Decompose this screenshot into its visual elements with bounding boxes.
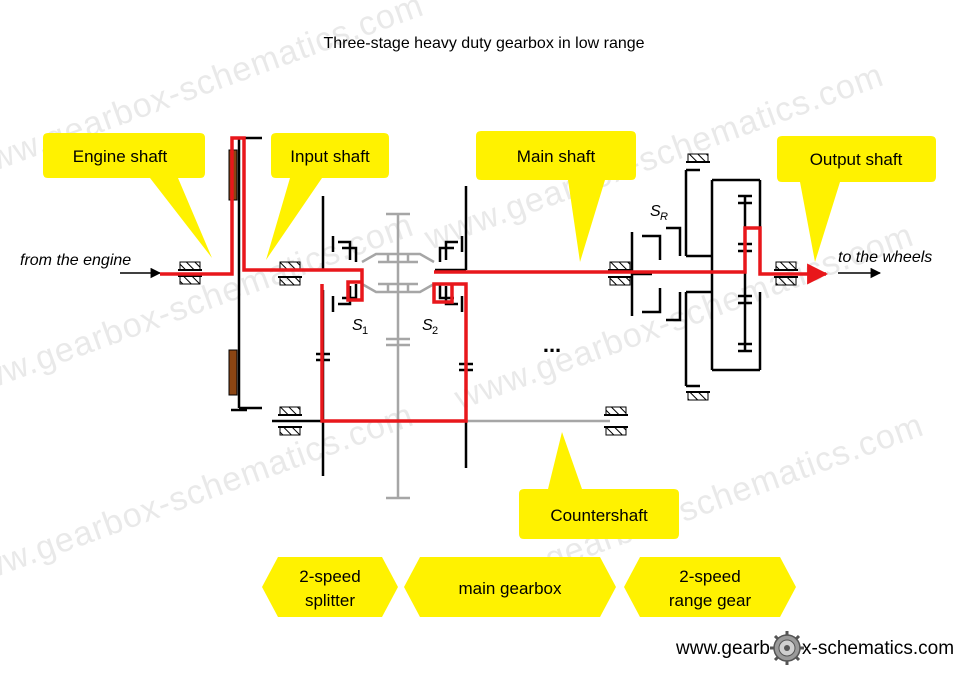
watermark-text: www.gearbox-schematics.com bbox=[0, 206, 419, 408]
sync-label-sr: S R bbox=[650, 203, 668, 223]
svg-text:range gear: range gear bbox=[669, 591, 752, 610]
engine-shaft-callout: Engine shaft bbox=[43, 133, 212, 258]
svg-text:2-speed: 2-speed bbox=[679, 567, 740, 586]
svg-text:R: R bbox=[660, 211, 668, 223]
svg-text:2: 2 bbox=[432, 325, 438, 337]
site-footer: www.gearb x-schematics.com bbox=[675, 631, 954, 665]
power-flow-path bbox=[160, 136, 829, 423]
svg-text:S: S bbox=[352, 317, 363, 334]
input-shaft-label: Input shaft bbox=[290, 147, 370, 166]
section-splitter: 2-speed splitter bbox=[262, 557, 398, 617]
svg-text:main gearbox: main gearbox bbox=[458, 579, 562, 598]
site-text-right: x-schematics.com bbox=[802, 638, 954, 659]
svg-text:splitter: splitter bbox=[305, 591, 355, 610]
main-shaft-callout: Main shaft bbox=[476, 131, 636, 262]
output-label: to the wheels bbox=[838, 249, 932, 266]
main-shaft-label: Main shaft bbox=[517, 147, 596, 166]
sync-label-s2: S 2 bbox=[422, 317, 438, 337]
section-main-gearbox: main gearbox bbox=[404, 557, 616, 617]
svg-text:1: 1 bbox=[362, 325, 368, 337]
ellipsis-text: ... bbox=[543, 332, 561, 357]
countershaft-callout: Countershaft bbox=[519, 432, 679, 539]
diagram-title: Three-stage heavy duty gearbox in low ra… bbox=[323, 35, 644, 52]
svg-text:S: S bbox=[650, 203, 661, 220]
sync-label-s1: S 1 bbox=[352, 317, 368, 337]
output-shaft-label: Output shaft bbox=[810, 150, 903, 169]
engine-shaft-label: Engine shaft bbox=[73, 147, 168, 166]
input-shaft-callout: Input shaft bbox=[266, 133, 389, 260]
output-shaft-callout: Output shaft bbox=[777, 136, 936, 262]
svg-text:S: S bbox=[422, 317, 433, 334]
input-label: from the engine bbox=[20, 252, 131, 269]
gear-logo-icon bbox=[770, 631, 804, 665]
watermark-text: www.gearbox-schematics.com bbox=[449, 216, 919, 418]
countershaft-label: Countershaft bbox=[550, 506, 648, 525]
site-text-left: www.gearb bbox=[675, 638, 770, 659]
section-range-gear: 2-speed range gear bbox=[624, 557, 796, 617]
svg-text:2-speed: 2-speed bbox=[299, 567, 360, 586]
housing-bearings bbox=[178, 153, 798, 436]
